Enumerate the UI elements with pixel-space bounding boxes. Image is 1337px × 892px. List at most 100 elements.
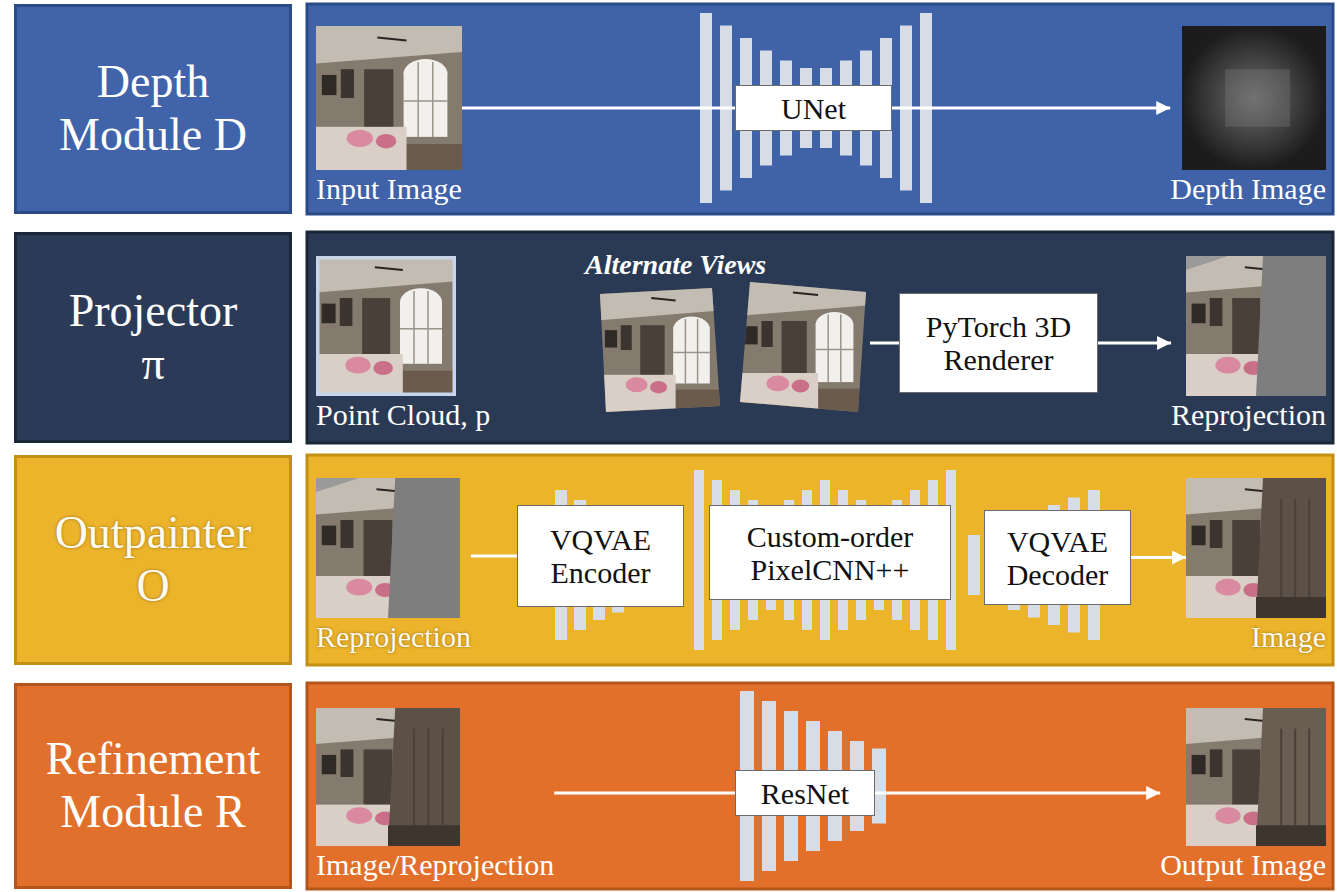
network-name: Custom-order PixelCNN++ bbox=[717, 520, 943, 586]
picture bbox=[740, 282, 866, 412]
picture-frame bbox=[621, 325, 632, 350]
ceiling-fan bbox=[651, 298, 675, 300]
window bbox=[404, 72, 448, 137]
network-name: VQVAE Decoder bbox=[992, 525, 1123, 591]
cushion bbox=[346, 579, 372, 596]
picture-frame bbox=[322, 75, 337, 95]
image-caption: Depth Image bbox=[1170, 172, 1326, 207]
window-mullion bbox=[840, 315, 842, 383]
window-mullion bbox=[400, 328, 442, 330]
window-arch bbox=[816, 312, 854, 325]
curtain-fold bbox=[1280, 499, 1282, 597]
ceiling-fan bbox=[377, 38, 406, 41]
picture bbox=[316, 478, 460, 618]
image-picture bbox=[316, 478, 460, 618]
image-picture bbox=[316, 708, 460, 846]
picture-frame bbox=[1192, 304, 1206, 324]
window bbox=[673, 328, 710, 384]
picture-frame bbox=[1192, 755, 1206, 774]
depth-map-shade bbox=[1225, 69, 1290, 127]
network-box: PyTorch 3D Renderer bbox=[899, 293, 1098, 393]
sofa bbox=[740, 373, 818, 412]
row-panel bbox=[307, 232, 1333, 443]
missing-region bbox=[388, 478, 460, 618]
wall bbox=[600, 288, 722, 412]
picture bbox=[316, 256, 456, 396]
sofa bbox=[316, 127, 407, 170]
network-name: ResNet bbox=[761, 777, 849, 810]
row-panel bbox=[307, 455, 1333, 665]
image-node: Output Image bbox=[1160, 708, 1326, 883]
outpainted-floor bbox=[388, 825, 460, 846]
image-node: Image bbox=[1186, 478, 1326, 655]
fireplace bbox=[1232, 298, 1260, 357]
ceiling-fan bbox=[793, 292, 818, 295]
image-picture bbox=[1186, 256, 1326, 396]
window-mullion bbox=[404, 100, 448, 102]
window-mullion bbox=[816, 349, 854, 351]
picture-frame bbox=[605, 330, 617, 347]
outpainted-region bbox=[1256, 708, 1326, 846]
missing-region bbox=[1256, 256, 1326, 396]
cushion bbox=[373, 361, 393, 375]
network-box: VQVAE Decoder bbox=[984, 510, 1131, 605]
image-caption: Image bbox=[1251, 620, 1326, 655]
ceiling bbox=[740, 282, 866, 316]
wall bbox=[316, 478, 460, 618]
wall bbox=[316, 256, 456, 396]
flow-arrow bbox=[892, 107, 1170, 110]
cushion bbox=[1215, 807, 1240, 824]
network-box: ResNet bbox=[735, 770, 875, 816]
picture-frame bbox=[745, 326, 758, 344]
curtain-fold bbox=[413, 729, 415, 826]
section-label: Alternate Views bbox=[585, 249, 766, 281]
network-box: VQVAE Encoder bbox=[517, 505, 684, 607]
cushion bbox=[346, 807, 372, 824]
cushion bbox=[347, 130, 373, 147]
window-mullion bbox=[413, 291, 415, 364]
image-node: Image/Reprojection bbox=[316, 708, 554, 883]
ceiling-fan bbox=[375, 267, 403, 270]
fireplace bbox=[782, 321, 807, 376]
window bbox=[816, 324, 854, 383]
module-label-box: Projector π bbox=[14, 232, 292, 443]
picture-frame bbox=[322, 755, 336, 774]
sofa bbox=[600, 375, 676, 412]
fireplace bbox=[1232, 520, 1260, 579]
module-label-box: Depth Module D bbox=[14, 4, 292, 214]
point-cloud-border bbox=[318, 258, 455, 395]
cushion bbox=[766, 376, 789, 392]
picture-frame bbox=[340, 298, 353, 326]
window-mullion bbox=[827, 315, 829, 383]
row-panel bbox=[307, 4, 1333, 214]
network-name: PyTorch 3D Renderer bbox=[907, 310, 1090, 376]
network-name: VQVAE Encoder bbox=[525, 523, 676, 589]
outpainted-region bbox=[388, 708, 460, 846]
window-mullion bbox=[685, 319, 687, 383]
curtain-fold bbox=[427, 729, 429, 826]
image-picture bbox=[1182, 26, 1326, 170]
cushion bbox=[792, 380, 810, 393]
image-caption: Output Image bbox=[1160, 848, 1326, 883]
flow-arrow bbox=[554, 792, 735, 795]
module-name: Outpainter O bbox=[43, 507, 263, 613]
picture-frame bbox=[761, 321, 772, 347]
module-label-box: Refinement Module R bbox=[14, 683, 292, 889]
image-picture bbox=[1186, 478, 1326, 618]
picture bbox=[1186, 256, 1326, 396]
wall bbox=[316, 26, 462, 170]
cushion bbox=[345, 357, 370, 374]
picture bbox=[316, 708, 460, 846]
window-mullion bbox=[697, 319, 699, 383]
fireplace bbox=[640, 325, 664, 377]
picture-frame bbox=[1210, 520, 1223, 548]
curtain-fold bbox=[1308, 729, 1310, 826]
picture-frame bbox=[322, 526, 336, 546]
fireplace bbox=[364, 749, 393, 807]
ceiling bbox=[316, 256, 456, 292]
alternate-view bbox=[740, 282, 866, 412]
cushion bbox=[626, 377, 648, 392]
network-layer bbox=[968, 535, 980, 595]
picture-frame bbox=[1192, 526, 1206, 546]
depth-map bbox=[1182, 26, 1326, 170]
